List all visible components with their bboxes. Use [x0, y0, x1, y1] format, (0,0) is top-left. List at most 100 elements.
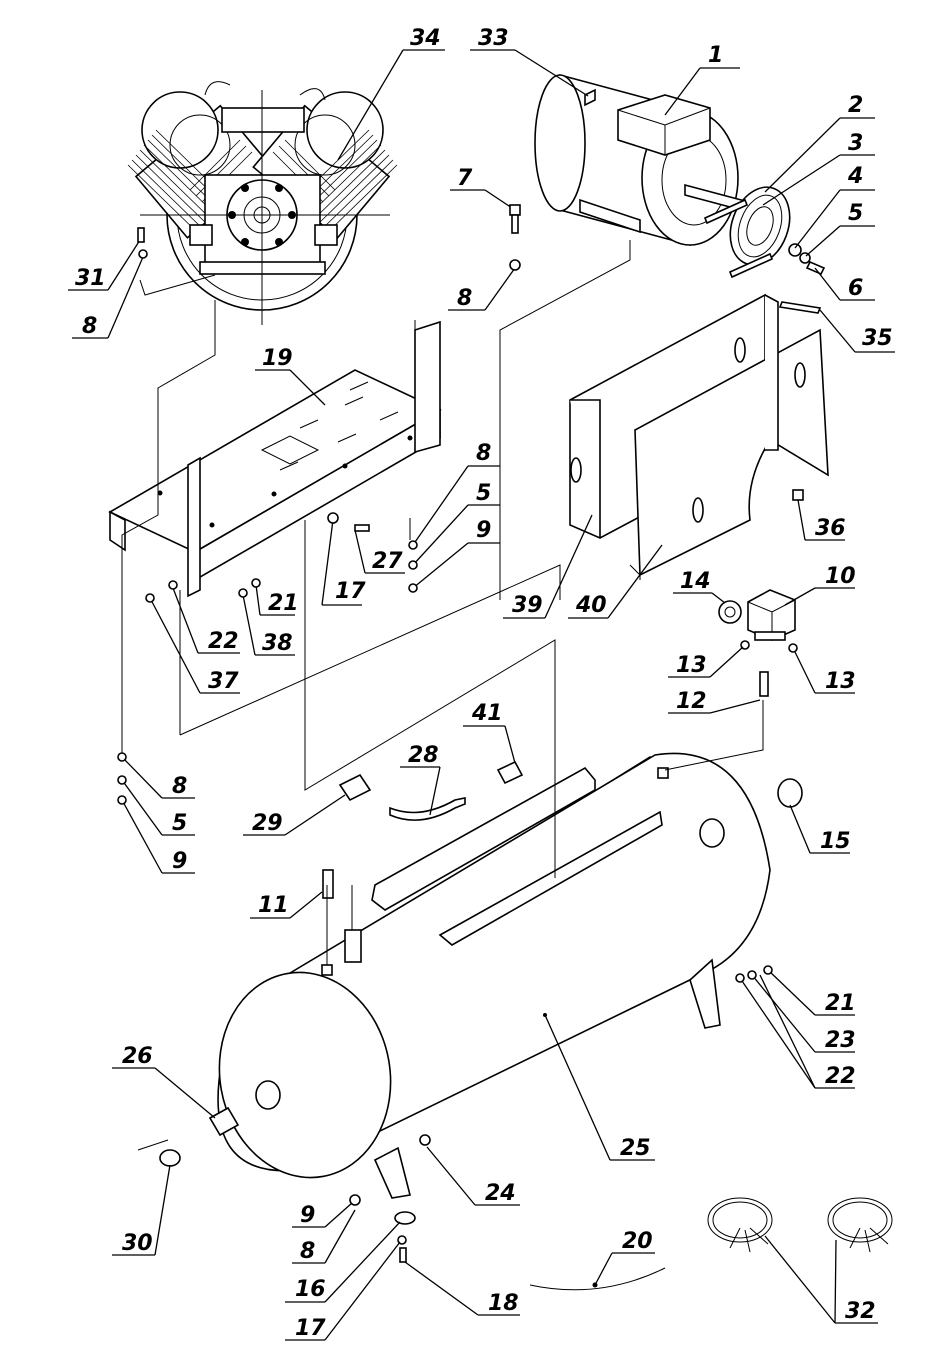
callout-34: 34	[337, 26, 445, 161]
svg-text:8: 8	[457, 286, 472, 311]
svg-text:5: 5	[848, 201, 863, 226]
callout-37: 37	[145, 593, 240, 694]
callout-22b: 22	[735, 973, 856, 1089]
svg-text:41: 41	[471, 701, 503, 726]
svg-text:1: 1	[708, 43, 723, 68]
wiring-harness-drawing	[707, 1197, 893, 1253]
callout-23: 23	[747, 970, 856, 1053]
callout-8a: 8	[448, 259, 521, 311]
callout-17a: 17	[321, 512, 366, 606]
svg-text:11: 11	[258, 893, 289, 918]
svg-text:8: 8	[476, 441, 491, 466]
svg-text:38: 38	[262, 631, 293, 656]
svg-text:20: 20	[622, 1229, 653, 1254]
callout-8c: 8	[408, 441, 500, 550]
callout-17b: 17	[285, 1241, 401, 1341]
callout-40: 40	[568, 544, 663, 619]
callout-8e: 8	[292, 1209, 356, 1264]
svg-text:17: 17	[335, 579, 366, 604]
svg-text:6: 6	[848, 276, 863, 301]
svg-text:8: 8	[300, 1239, 315, 1264]
svg-text:28: 28	[408, 743, 439, 768]
svg-text:15: 15	[820, 829, 851, 854]
belt-drawing	[778, 301, 822, 314]
svg-text:25: 25	[620, 1136, 651, 1161]
callout-38: 38	[238, 588, 295, 656]
svg-text:8: 8	[82, 314, 97, 339]
svg-text:18: 18	[488, 1291, 519, 1316]
mounting-plate-drawing	[108, 320, 442, 598]
svg-text:8: 8	[172, 774, 187, 799]
callout-30: 30	[112, 1164, 171, 1256]
tank-fittings-drawing	[137, 760, 524, 1263]
callout-19: 19	[255, 346, 326, 406]
svg-text:24: 24	[485, 1181, 516, 1206]
callout-31: 31	[68, 227, 145, 291]
assembly-lines	[121, 240, 764, 965]
callout-14: 14	[673, 569, 726, 604]
callout-16: 16	[285, 1221, 401, 1303]
callout-2: 2	[764, 93, 875, 193]
callout-5a: 5	[805, 201, 875, 257]
callout-25: 25	[543, 1013, 655, 1161]
svg-text:37: 37	[208, 669, 239, 694]
air-tank-drawing	[217, 752, 803, 1199]
svg-text:31: 31	[75, 266, 106, 291]
svg-text:10: 10	[825, 564, 856, 589]
electric-motor-drawing	[534, 73, 761, 247]
compressor-pump-drawing	[127, 81, 398, 325]
callout-29: 29	[243, 794, 346, 836]
callout-41: 41	[463, 701, 516, 764]
callout-8b: 8	[72, 249, 148, 339]
callout-18: 18	[404, 1261, 520, 1316]
svg-text:34: 34	[410, 26, 441, 51]
callout-9c: 9	[292, 1202, 353, 1228]
callout-1: 1	[664, 43, 740, 116]
callout-32: 32	[764, 1235, 878, 1324]
svg-text:35: 35	[862, 326, 893, 351]
svg-text:16: 16	[295, 1277, 326, 1302]
svg-text:17: 17	[295, 1316, 326, 1341]
callout-8d: 8	[117, 752, 195, 799]
pressure-switch-drawing	[718, 589, 798, 697]
callout-15: 15	[789, 804, 851, 854]
svg-text:13: 13	[676, 653, 707, 678]
svg-text:3: 3	[848, 131, 863, 156]
callout-10: 10	[784, 564, 856, 606]
svg-text:22: 22	[208, 629, 239, 654]
callout-11: 11	[250, 891, 323, 919]
svg-text:39: 39	[512, 593, 543, 618]
svg-text:29: 29	[252, 811, 283, 836]
svg-text:21: 21	[268, 591, 299, 616]
svg-text:32: 32	[845, 1299, 876, 1324]
svg-text:23: 23	[825, 1028, 856, 1053]
callout-5b: 5	[408, 481, 500, 570]
callout-12: 12	[668, 689, 761, 714]
svg-text:5: 5	[476, 481, 491, 506]
callout-9a: 9	[408, 518, 500, 593]
svg-text:13: 13	[825, 669, 856, 694]
svg-text:9: 9	[172, 849, 187, 874]
svg-text:9: 9	[300, 1203, 315, 1228]
callout-36: 36	[797, 499, 846, 541]
svg-text:2: 2	[848, 93, 863, 118]
callout-24: 24	[426, 1146, 520, 1206]
callout-13b: 13	[794, 651, 856, 694]
callout-21b: 21	[763, 965, 856, 1016]
callout-3: 3	[762, 131, 875, 206]
callout-28: 28	[400, 743, 441, 816]
callout-13a: 13	[668, 646, 744, 678]
svg-text:12: 12	[676, 689, 707, 714]
callout-21a: 21	[251, 578, 299, 616]
svg-text:27: 27	[372, 549, 403, 574]
svg-text:30: 30	[122, 1231, 153, 1256]
callout-35: 35	[819, 309, 895, 353]
svg-text:9: 9	[476, 518, 491, 543]
callout-39: 39	[503, 514, 593, 619]
svg-text:36: 36	[815, 516, 846, 541]
callout-9b: 9	[117, 795, 195, 874]
callout-33: 33	[470, 26, 589, 97]
svg-text:19: 19	[262, 346, 293, 371]
svg-text:7: 7	[457, 166, 473, 191]
